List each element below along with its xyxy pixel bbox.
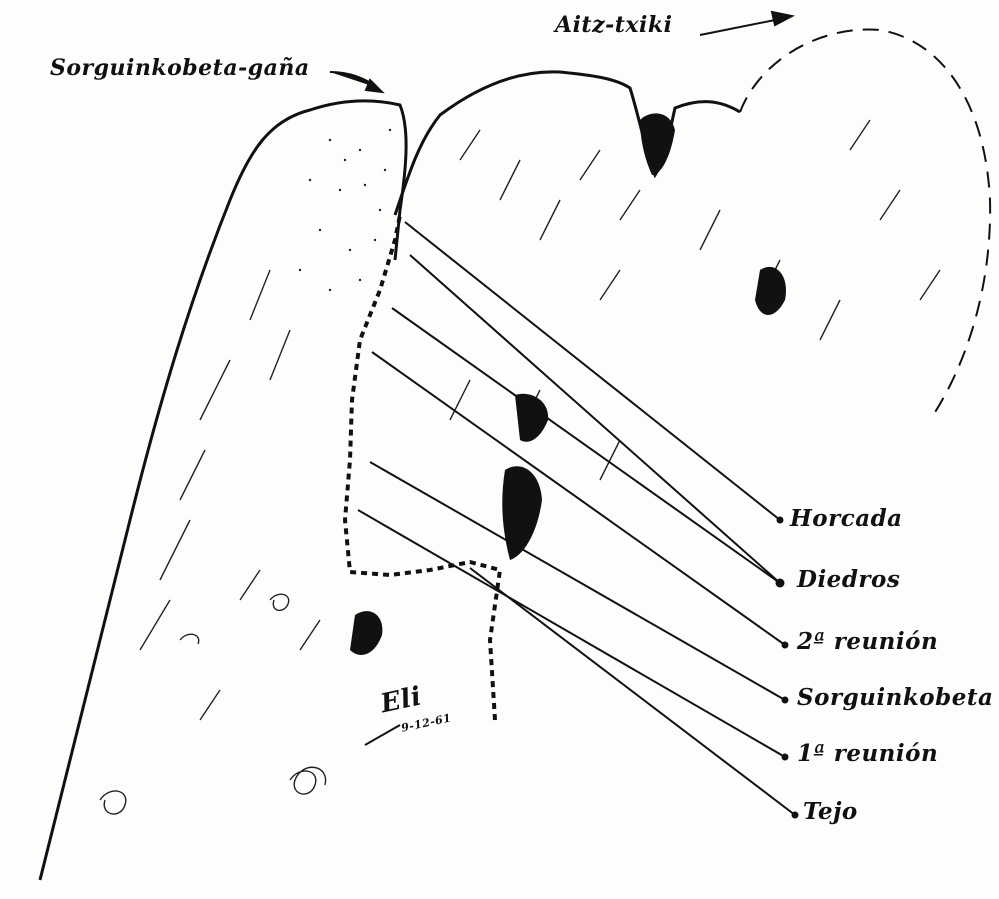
- peak-label-aitz-txiki: Aitz-txiki: [555, 12, 672, 38]
- route-label-reunion-2: 2ª reunión: [797, 628, 938, 655]
- route-label-tejo: Tejo: [803, 798, 858, 825]
- dark-crevices: [350, 113, 786, 655]
- leader-horcada: [405, 222, 780, 520]
- leader-diedros-2: [392, 308, 780, 583]
- peak-arrows: [330, 12, 792, 745]
- peak-label-sorguinkobeta-gana: Sorguinkobeta-gaña: [50, 55, 310, 81]
- route-label-reunion-1: 1ª reunión: [797, 740, 938, 767]
- left-pillar-stipple: [299, 129, 391, 291]
- route-label-horcada: Horcada: [790, 505, 903, 532]
- left-pillar-outline: [40, 101, 406, 880]
- route-label-diedros: Diedros: [797, 566, 900, 593]
- right-peak-outline: [740, 30, 990, 420]
- leader-tejo: [470, 568, 795, 815]
- central-rock-outline: [395, 72, 740, 215]
- route-label-sorguinkobeta: Sorguinkobeta: [797, 684, 993, 711]
- base-scribbles: [100, 594, 326, 814]
- leader-dots: [776, 517, 799, 819]
